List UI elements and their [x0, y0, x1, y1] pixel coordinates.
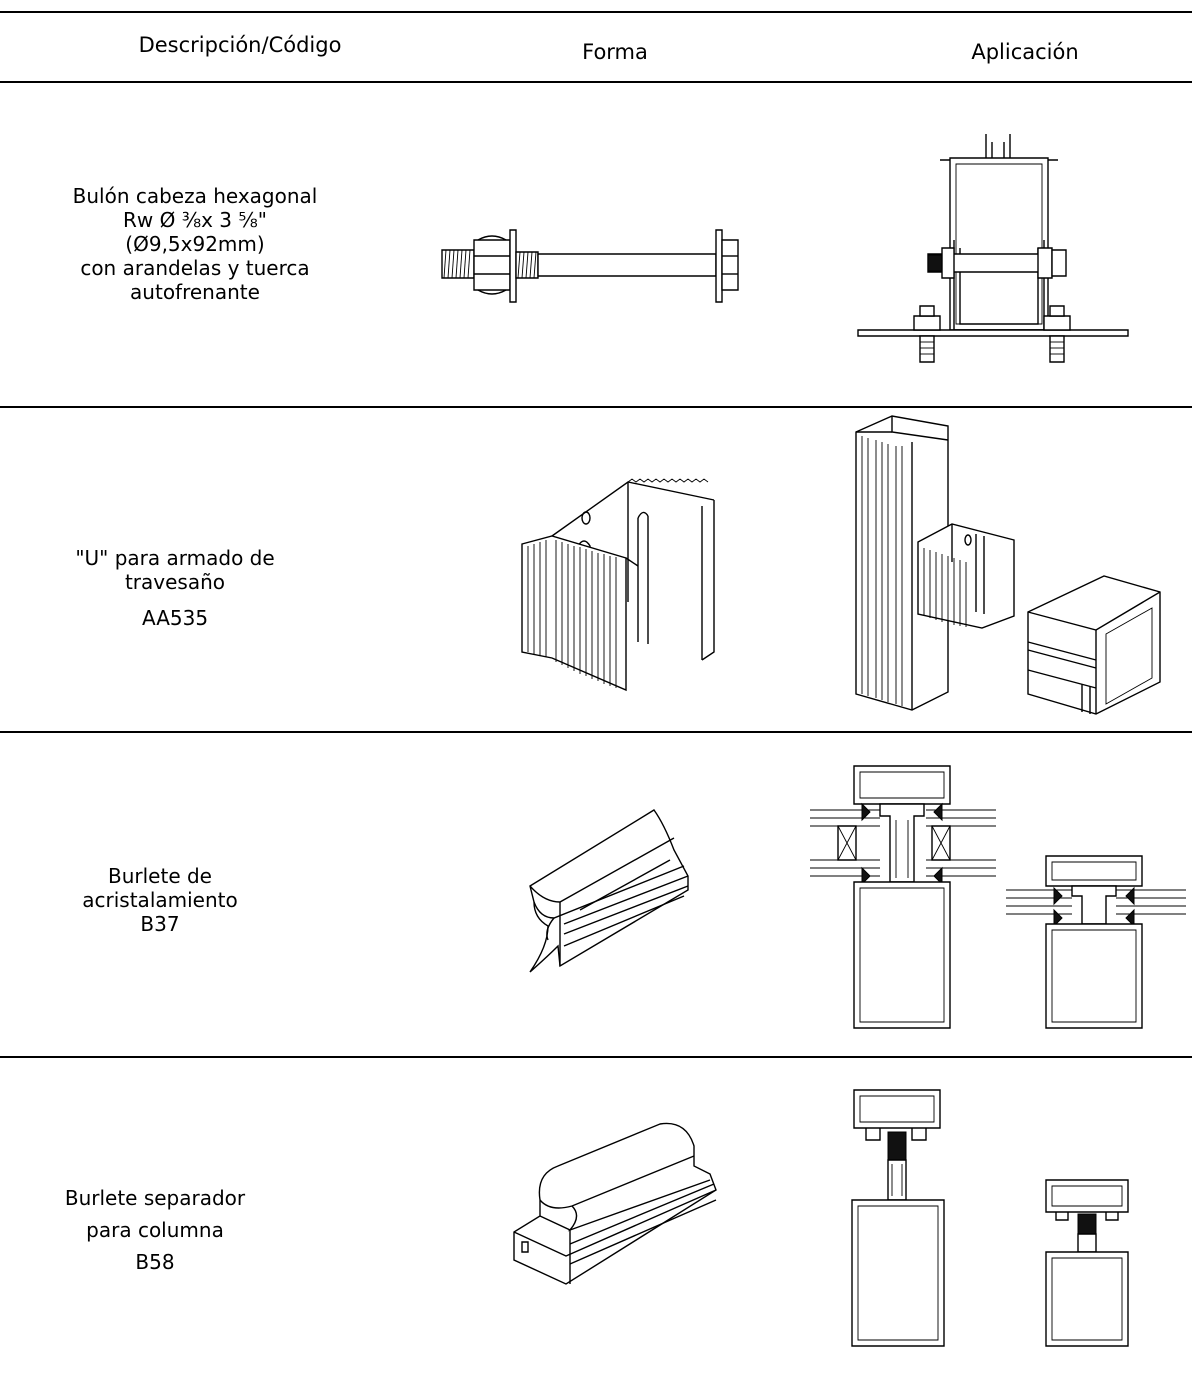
glazing-gasket-b37-drawing	[520, 806, 700, 976]
header-application: Aplicación	[971, 40, 1079, 64]
u-bracket-application-drawing	[856, 412, 1164, 724]
hex-bolt-drawing	[438, 222, 738, 308]
header-bottom-rule	[0, 81, 1192, 83]
header-shape: Forma	[582, 40, 648, 64]
table-top-rule	[0, 11, 1192, 13]
header-description: Descripción/Código	[138, 33, 342, 57]
row-4-line-2: para columna	[86, 1218, 224, 1242]
row-2-line-3: AA535	[141, 606, 209, 630]
row-1-line-4: con arandelas y tuerca	[80, 256, 310, 280]
separator-gasket-b58-drawing	[510, 1120, 716, 1284]
row-4-line-3: B58	[135, 1250, 175, 1274]
u-bracket-drawing	[522, 462, 734, 690]
row-3-line-1: Burlete de	[108, 864, 212, 888]
row-3-description: Burlete de acristalamiento B37	[55, 864, 265, 936]
row-divider-3	[0, 1056, 1192, 1058]
row-4-description: Burlete separador para columna B58	[40, 1186, 270, 1274]
row-divider-1	[0, 406, 1192, 408]
bolt-application-drawing	[858, 130, 1128, 370]
row-1-line-1: Bulón cabeza hexagonal	[72, 184, 318, 208]
row-2-line-2: travesaño	[124, 570, 226, 594]
row-1-line-5: autofrenante	[130, 280, 260, 304]
row-3-line-3: B37	[140, 912, 180, 936]
row-2-line-1: "U" para armado de	[75, 546, 275, 570]
separator-gasket-application-drawing	[850, 1088, 1150, 1348]
row-4-line-1: Burlete separador	[64, 1186, 246, 1210]
row-1-description: Bulón cabeza hexagonal Rw Ø ⅜x 3 ⅝" (Ø9,…	[40, 184, 350, 304]
row-3-line-2: acristalamiento	[82, 888, 238, 912]
row-divider-2	[0, 731, 1192, 733]
glazing-gasket-application-drawing	[810, 764, 1186, 1030]
row-2-description: "U" para armado de travesaño AA535	[40, 546, 310, 630]
row-1-line-3: (Ø9,5x92mm)	[125, 232, 265, 256]
row-1-line-2: Rw Ø ⅜x 3 ⅝"	[123, 208, 267, 232]
